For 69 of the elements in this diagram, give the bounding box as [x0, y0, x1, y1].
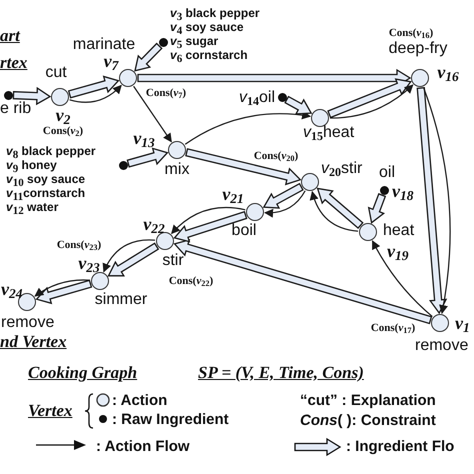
graph-title: Cooking Graph — [28, 364, 138, 381]
ingredient-label: e rib — [0, 101, 32, 117]
constraint-note: Cons( ): Constraint — [300, 413, 436, 428]
vertex-label: v$_{22}$ — [143, 215, 165, 233]
action-label: remove — [415, 338, 468, 354]
action-label: remove — [1, 315, 54, 331]
vertex-label: v$_{23}$ — [78, 254, 100, 272]
action-label: heat — [383, 223, 414, 239]
action-label: simmer — [94, 292, 148, 308]
ingredient-flow-arrow — [368, 193, 386, 224]
formula-label: SP = (V, E, Time, Cons) — [198, 364, 364, 381]
ingredient-flow-arrow — [284, 96, 312, 115]
action-label: stir — [162, 253, 184, 269]
constraint-label: Cons(v$_{2}$) — [42, 126, 84, 137]
action-label: v$_{20}$stir — [321, 161, 362, 177]
vertex-label: v$_{24}$ — [1, 280, 22, 298]
explanation-note: “cut” : Explanation — [300, 393, 436, 408]
vertex-label: v$_{13}$ — [133, 129, 155, 147]
vertex-label: v$_{21}$ — [222, 185, 244, 203]
action-flow-arrow — [133, 86, 172, 142]
ingredient-flow-arrow — [68, 76, 120, 98]
action-flow-arrow — [264, 190, 306, 218]
ingredient-flow-arrow — [126, 147, 169, 168]
ingredient-flow-arrow — [35, 280, 92, 304]
constraint-label: Cons(v$_{23}$) — [56, 240, 102, 251]
vertex-label: v$_{16}$ — [437, 63, 459, 81]
legend-label: : Action Flow — [96, 439, 190, 454]
action-label: marinate — [72, 37, 136, 53]
legend-label: : Raw Ingredient — [112, 412, 229, 427]
vertex-label: Vertex — [28, 402, 72, 419]
legend-label: : Action — [112, 393, 168, 408]
action-flow-arrow — [171, 206, 246, 234]
action-flow-arrow — [330, 84, 414, 119]
ingredient-flow-arrow — [416, 87, 448, 314]
start-vertex-label: art — [0, 27, 20, 44]
vertex-label: v$_{19}$ — [387, 242, 408, 260]
ingredient-flow-arrow — [185, 148, 302, 186]
legend-label: : Ingredient Flo — [346, 439, 454, 454]
ingredient-flow-arrow — [173, 238, 432, 324]
action-flow-arrow — [184, 110, 312, 145]
constraint-label: Cons(v$_{22}$) — [168, 276, 214, 287]
action-label: deep-fry — [388, 41, 448, 57]
vertex-label: v$_{18}$ — [392, 182, 414, 200]
action-label: mix — [164, 162, 190, 178]
ingredient-label: v$_{14}$oil — [238, 90, 275, 106]
ingredient-flow-arrow — [262, 182, 304, 209]
action-flow-arrow — [34, 279, 90, 297]
vertex-label: v$_{7}$ — [104, 52, 118, 70]
ingredient-label: oil — [379, 165, 395, 181]
start-vertex-label: rtex — [0, 54, 28, 71]
constraint-label: Cons(v$_{17}$) — [370, 323, 416, 334]
action-label: boil — [232, 223, 256, 239]
constraint-label: Cons(v$_{7}$) — [146, 88, 186, 99]
vertex-label: v$_{2}$ — [56, 106, 70, 124]
action-flow-arrow — [422, 87, 451, 314]
ingredient-flow-arrow — [173, 210, 248, 242]
action-label: cut — [45, 65, 67, 81]
constraint-label: Cons(v$_{20}$) — [254, 151, 298, 162]
ingredient-flow-arrow — [327, 78, 412, 118]
vertex-label: v$_{1}$ — [455, 314, 470, 332]
ingredient-flow-arrow — [316, 188, 364, 230]
ingredient-flow-arrow — [134, 42, 163, 72]
end-vertex-label: nd Vertex — [0, 333, 67, 350]
action-flow-arrow — [69, 84, 122, 103]
action-flow-arrow — [372, 240, 433, 318]
ingredient-flow-arrow — [12, 86, 52, 106]
action-flow-arrow — [310, 190, 358, 232]
action-label: v$_{15}$heat — [303, 125, 354, 141]
constraint-label: Cons(v$_{16}$) — [388, 28, 434, 39]
